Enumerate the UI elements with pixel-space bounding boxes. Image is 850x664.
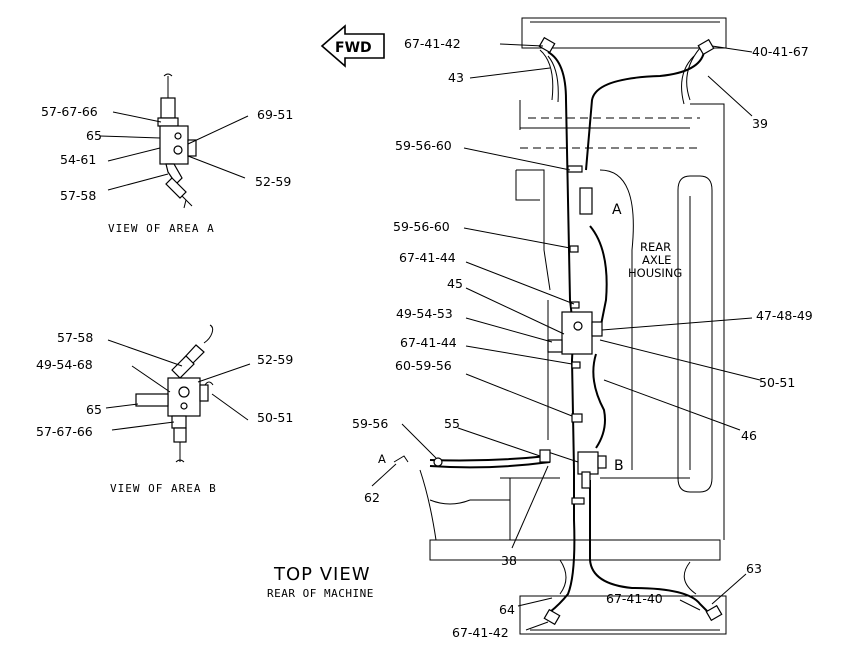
callout-label: 39: [752, 116, 768, 131]
view-b-leaders: [105, 339, 251, 431]
callout-label: 43: [448, 70, 464, 85]
view-a-label: 65: [86, 128, 102, 143]
callout-label: 62: [364, 490, 380, 505]
view-a-drawing: [157, 73, 197, 209]
callout-label: 50-51: [759, 375, 795, 390]
callout-label: 55: [444, 416, 460, 431]
view-a-label: 69-51: [257, 107, 293, 122]
main-leaders: [371, 43, 761, 631]
view-b-label: 57-58: [57, 330, 93, 345]
housing-label: REAR: [640, 240, 671, 254]
view-a-label: 57-58: [60, 188, 96, 203]
view-b-label: 52-59: [257, 352, 293, 367]
view-b-label: 49-54-68: [36, 357, 93, 372]
view-b-label: 57-67-66: [36, 424, 93, 439]
callout-label: 45: [447, 276, 463, 291]
view-a-label: 52-59: [255, 174, 291, 189]
callout-label: 47-48-49: [756, 308, 813, 323]
callout-label: 63: [746, 561, 762, 576]
housing-label: HOUSING: [628, 266, 682, 280]
view-b-label: 50-51: [257, 410, 293, 425]
view-b-caption: VIEW OF AREA B: [110, 482, 217, 495]
view-a-leaders: [99, 111, 249, 191]
callout-label: 59-56: [352, 416, 388, 431]
callout-label: 67-41-40: [606, 591, 663, 606]
callout-label: 40-41-67: [752, 44, 809, 59]
view-b-drawing: [135, 324, 214, 463]
fwd-label: FWD: [335, 40, 372, 56]
callout-label: 59-56-60: [395, 138, 452, 153]
callout-label: 67-41-44: [400, 335, 457, 350]
fwd-arrow: FWD: [320, 24, 385, 68]
callout-label: 60-59-56: [395, 358, 452, 373]
callout-label: 59-56-60: [393, 219, 450, 234]
callout-label: 64: [499, 602, 515, 617]
callout-label: 67-41-42: [404, 36, 461, 51]
callout-label: 67-41-44: [399, 250, 456, 265]
callout-label: 46: [741, 428, 757, 443]
axle-frame: [419, 17, 727, 635]
diagram-subtitle: REAR OF MACHINE: [267, 587, 374, 600]
view-b-label: 65: [86, 402, 102, 417]
area-mark-b: B: [614, 458, 624, 474]
area-mark-a: A: [612, 202, 622, 218]
tube-fittings: [393, 36, 723, 626]
callout-label: 67-41-42: [452, 625, 509, 640]
housing-label: AXLE: [642, 253, 671, 267]
callout-label: 49-54-53: [396, 306, 453, 321]
view-a-label: 57-67-66: [41, 104, 98, 119]
view-a-label: 54-61: [60, 152, 96, 167]
view-a-caption: VIEW OF AREA A: [108, 222, 215, 235]
hose-lines: [429, 51, 713, 617]
area-mark-a-small: A: [378, 452, 386, 466]
callout-label: 38: [501, 553, 517, 568]
diagram-title: TOP VIEW: [273, 564, 371, 585]
